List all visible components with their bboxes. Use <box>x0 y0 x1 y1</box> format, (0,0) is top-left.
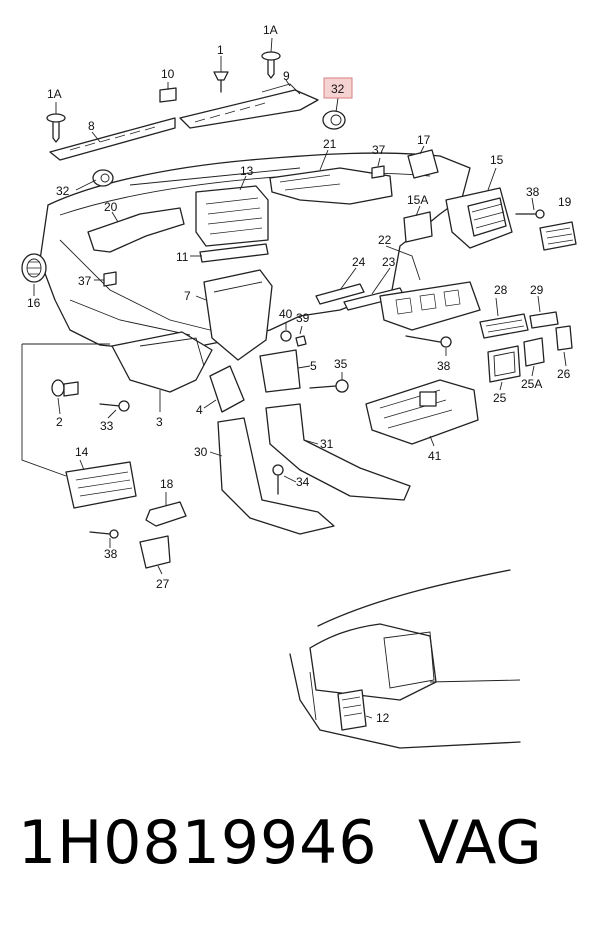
part-37-clip-top <box>371 165 385 179</box>
part-17-trim <box>407 149 439 179</box>
label-37-top: 37 <box>372 143 386 157</box>
part-15a-bracket <box>403 211 433 243</box>
part-number: 1H0819946 <box>18 808 378 878</box>
part-labels: 1A 1 10 9 32 1A 8 32 17 21 37 15 13 15A … <box>27 23 572 725</box>
part-22-panel <box>379 281 481 331</box>
label-14: 14 <box>75 445 89 459</box>
label-13: 13 <box>240 164 254 178</box>
label-38-bottom: 38 <box>104 547 118 561</box>
label-12: 12 <box>376 711 390 725</box>
part-20-duct <box>87 207 185 253</box>
label-10: 10 <box>161 67 175 81</box>
part-35-screw <box>309 379 349 393</box>
car-rear-corner <box>289 569 521 749</box>
part-38-screw-bottom <box>89 529 119 539</box>
clip-1 <box>213 71 229 93</box>
label-31: 31 <box>320 437 334 451</box>
label-4: 4 <box>196 403 203 417</box>
part-15-vent <box>445 187 513 249</box>
label-25: 25 <box>493 391 507 405</box>
part-32-grommet <box>322 110 346 130</box>
part-25-switch <box>487 345 521 383</box>
part-16-round-vent <box>21 253 47 283</box>
label-22: 22 <box>378 233 392 247</box>
label-29: 29 <box>530 283 544 297</box>
part-38-screw-mid <box>405 335 452 348</box>
highlight-box-32 <box>323 77 353 99</box>
label-1: 1 <box>217 43 224 57</box>
label-32-left: 32 <box>56 184 70 198</box>
label-33: 33 <box>100 419 114 433</box>
label-23: 23 <box>382 255 396 269</box>
label-19: 19 <box>558 195 572 209</box>
part-21-duct <box>269 167 393 205</box>
part-11-strip <box>199 243 269 263</box>
label-27: 27 <box>156 577 170 591</box>
clip-1a-top <box>261 51 281 79</box>
label-24: 24 <box>352 255 366 269</box>
part-24-trim <box>315 283 365 305</box>
label-15: 15 <box>490 153 504 167</box>
label-7: 7 <box>184 289 191 303</box>
leader-lines <box>33 37 567 719</box>
label-38-right: 38 <box>526 185 540 199</box>
label-26: 26 <box>557 367 571 381</box>
part-3-shroud <box>111 331 213 393</box>
label-15a: 15A <box>407 193 428 207</box>
label-17: 17 <box>417 133 431 147</box>
label-37-left: 37 <box>78 274 92 288</box>
label-39: 39 <box>296 311 310 325</box>
construction-line <box>21 344 67 477</box>
label-5: 5 <box>310 359 317 373</box>
label-41: 41 <box>428 449 442 463</box>
part-2-clip <box>51 379 79 397</box>
label-11: 11 <box>176 250 189 264</box>
part-19-vent <box>539 221 577 251</box>
label-35: 35 <box>334 357 348 371</box>
part-13-center-housing <box>195 185 269 247</box>
part-18-vent <box>145 501 187 527</box>
part-27-cap <box>139 535 171 569</box>
label-21: 21 <box>323 137 337 151</box>
part-33-screw <box>99 400 130 412</box>
part-25a-switch <box>523 337 545 367</box>
part-41-heater-unit <box>365 379 479 445</box>
label-20: 20 <box>104 200 118 214</box>
label-40: 40 <box>279 307 293 321</box>
part-29-vent <box>529 311 559 329</box>
brand-name: VAG <box>418 808 542 878</box>
label-1a-left: 1A <box>47 87 62 101</box>
part-32-grommet-left <box>92 169 114 187</box>
label-2: 2 <box>56 415 63 429</box>
part-40-washer <box>280 330 292 342</box>
label-30: 30 <box>194 445 208 459</box>
parts-diagram: 1A 1 10 9 32 1A 8 32 17 21 37 15 13 15A … <box>21 23 577 749</box>
part-26-cover <box>555 325 573 351</box>
part-7-duct <box>203 269 273 361</box>
label-32-highlighted: 32 <box>331 82 345 96</box>
label-28: 28 <box>494 283 508 297</box>
part-14-vent <box>65 461 137 509</box>
part-28-vent <box>479 313 529 339</box>
label-8: 8 <box>88 119 95 133</box>
defroster-strip <box>49 83 319 161</box>
part-31-floor-duct <box>265 403 411 501</box>
part-38-screw-right <box>515 209 545 219</box>
label-34: 34 <box>296 475 310 489</box>
label-3: 3 <box>156 415 163 429</box>
part-34-screw <box>272 464 284 495</box>
label-18: 18 <box>160 477 174 491</box>
label-38-mid: 38 <box>437 359 451 373</box>
label-25a: 25A <box>521 377 542 391</box>
part-5-bracket <box>259 349 301 393</box>
part-30-floor-duct <box>217 417 335 535</box>
part-37-clip-left <box>103 271 117 287</box>
label-16: 16 <box>27 296 41 310</box>
part-10-clip <box>159 87 177 103</box>
label-1a-top: 1A <box>263 23 278 37</box>
label-9: 9 <box>283 69 290 83</box>
part-39-nut <box>295 335 307 347</box>
part-4-piece <box>209 365 245 413</box>
clip-1a-left <box>46 113 66 143</box>
